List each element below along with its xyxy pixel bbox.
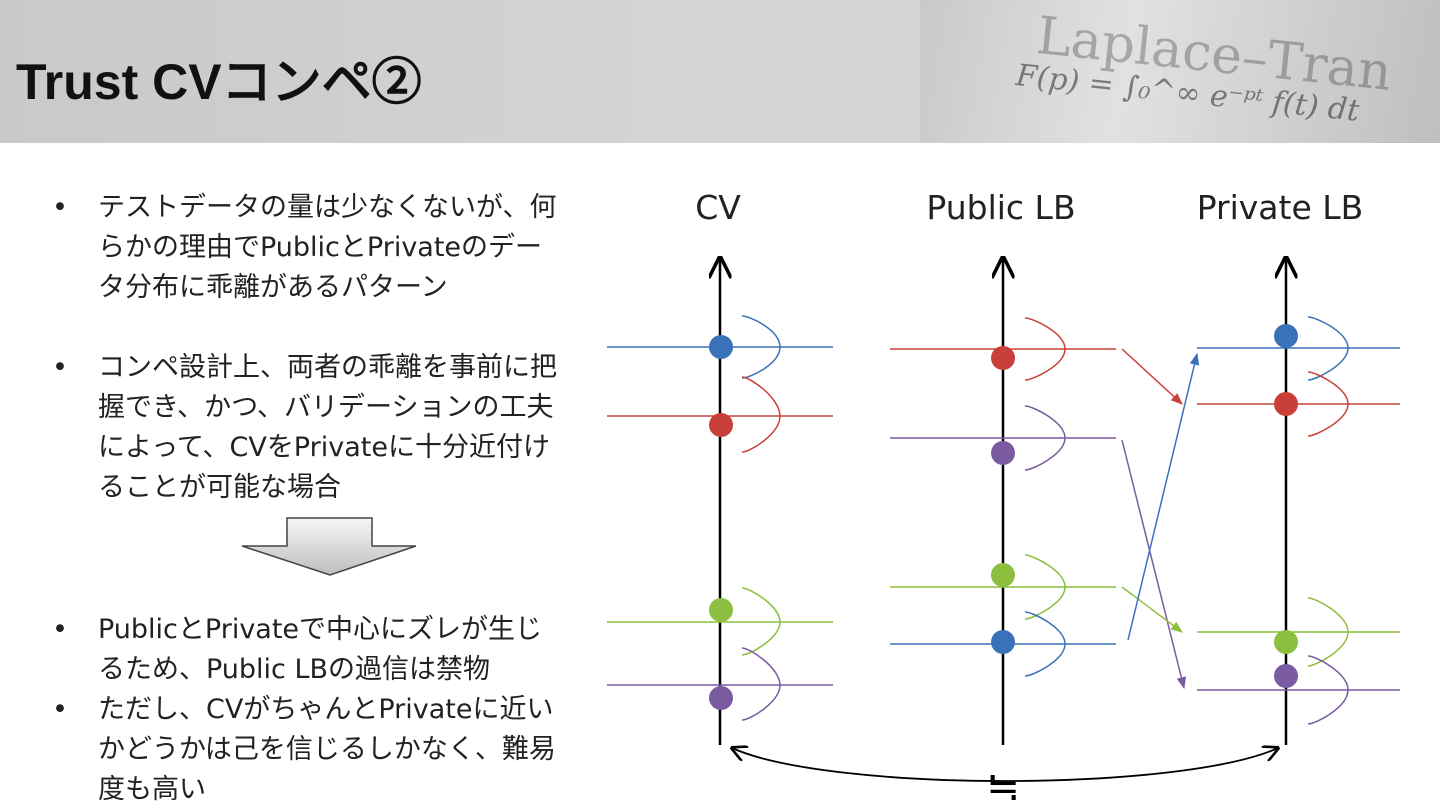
approx-equal-symbol: ≒ <box>986 764 1020 810</box>
public-lb-column <box>890 258 1116 745</box>
public-point-purple <box>991 441 1015 465</box>
private-point-green <box>1274 630 1298 654</box>
cv-distribution-green <box>741 587 781 656</box>
private-distribution-red <box>1307 371 1349 437</box>
formula-background-image <box>920 0 1440 143</box>
private-lb-column <box>1197 258 1400 745</box>
shift-arrow-red <box>1121 348 1183 405</box>
title-bar: Laplace–Tran F(p) = ∫₀^∞ e⁻ᵖᵗ f(t) dt Tr… <box>0 0 1440 143</box>
bullet-item: コンペ設計上、両者の乖離を事前に把握でき、かつ、バリデーションの工夫によって、C… <box>52 348 568 508</box>
bullet-item: ただし、CVがちゃんとPrivateに近いかどうかは己を信じるしかなく、難易度も… <box>52 690 568 810</box>
bullet-item: PublicとPrivateで中心にズレが生じるため、Public LBの過信は… <box>52 610 568 690</box>
public-point-blue <box>991 630 1015 654</box>
column-label-cv: CV <box>695 188 741 227</box>
private-point-red <box>1274 392 1298 416</box>
cv-distribution-blue <box>741 315 781 379</box>
cv-point-red <box>709 413 733 437</box>
private-point-purple <box>1274 664 1298 688</box>
cv-point-green <box>709 598 733 622</box>
column-label-public-lb: Public LB <box>926 188 1076 227</box>
cv-column <box>607 258 833 745</box>
public-distribution-purple <box>1024 405 1066 471</box>
cv-point-purple <box>709 686 733 710</box>
slide-title: Trust CVコンペ② <box>16 54 422 110</box>
cv-private-connector <box>732 748 1278 782</box>
shift-arrow-purple <box>1121 439 1187 690</box>
private-distribution-purple <box>1307 655 1349 725</box>
bullet-list-bottom: PublicとPrivateで中心にズレが生じるため、Public LBの過信は… <box>52 610 568 810</box>
shift-arrow-blue <box>1127 352 1200 641</box>
public-distribution-blue <box>1024 611 1066 677</box>
cv-distribution-red <box>741 376 781 453</box>
public-distribution-red <box>1024 317 1066 381</box>
column-label-private-lb: Private LB <box>1196 188 1364 227</box>
public-point-red <box>991 346 1015 370</box>
private-point-blue <box>1274 324 1298 348</box>
down-arrow-icon <box>241 517 417 576</box>
cv-point-blue <box>709 335 733 359</box>
shift-arrow-green <box>1121 586 1183 633</box>
bullet-list-top: テストデータの量は少なくないが、何らかの理由でPublicとPrivateのデー… <box>52 188 568 508</box>
bullet-item: テストデータの量は少なくないが、何らかの理由でPublicとPrivateのデー… <box>52 188 568 308</box>
public-point-green <box>991 563 1015 587</box>
cv-distribution-purple <box>741 647 781 721</box>
private-distribution-green <box>1307 597 1349 667</box>
